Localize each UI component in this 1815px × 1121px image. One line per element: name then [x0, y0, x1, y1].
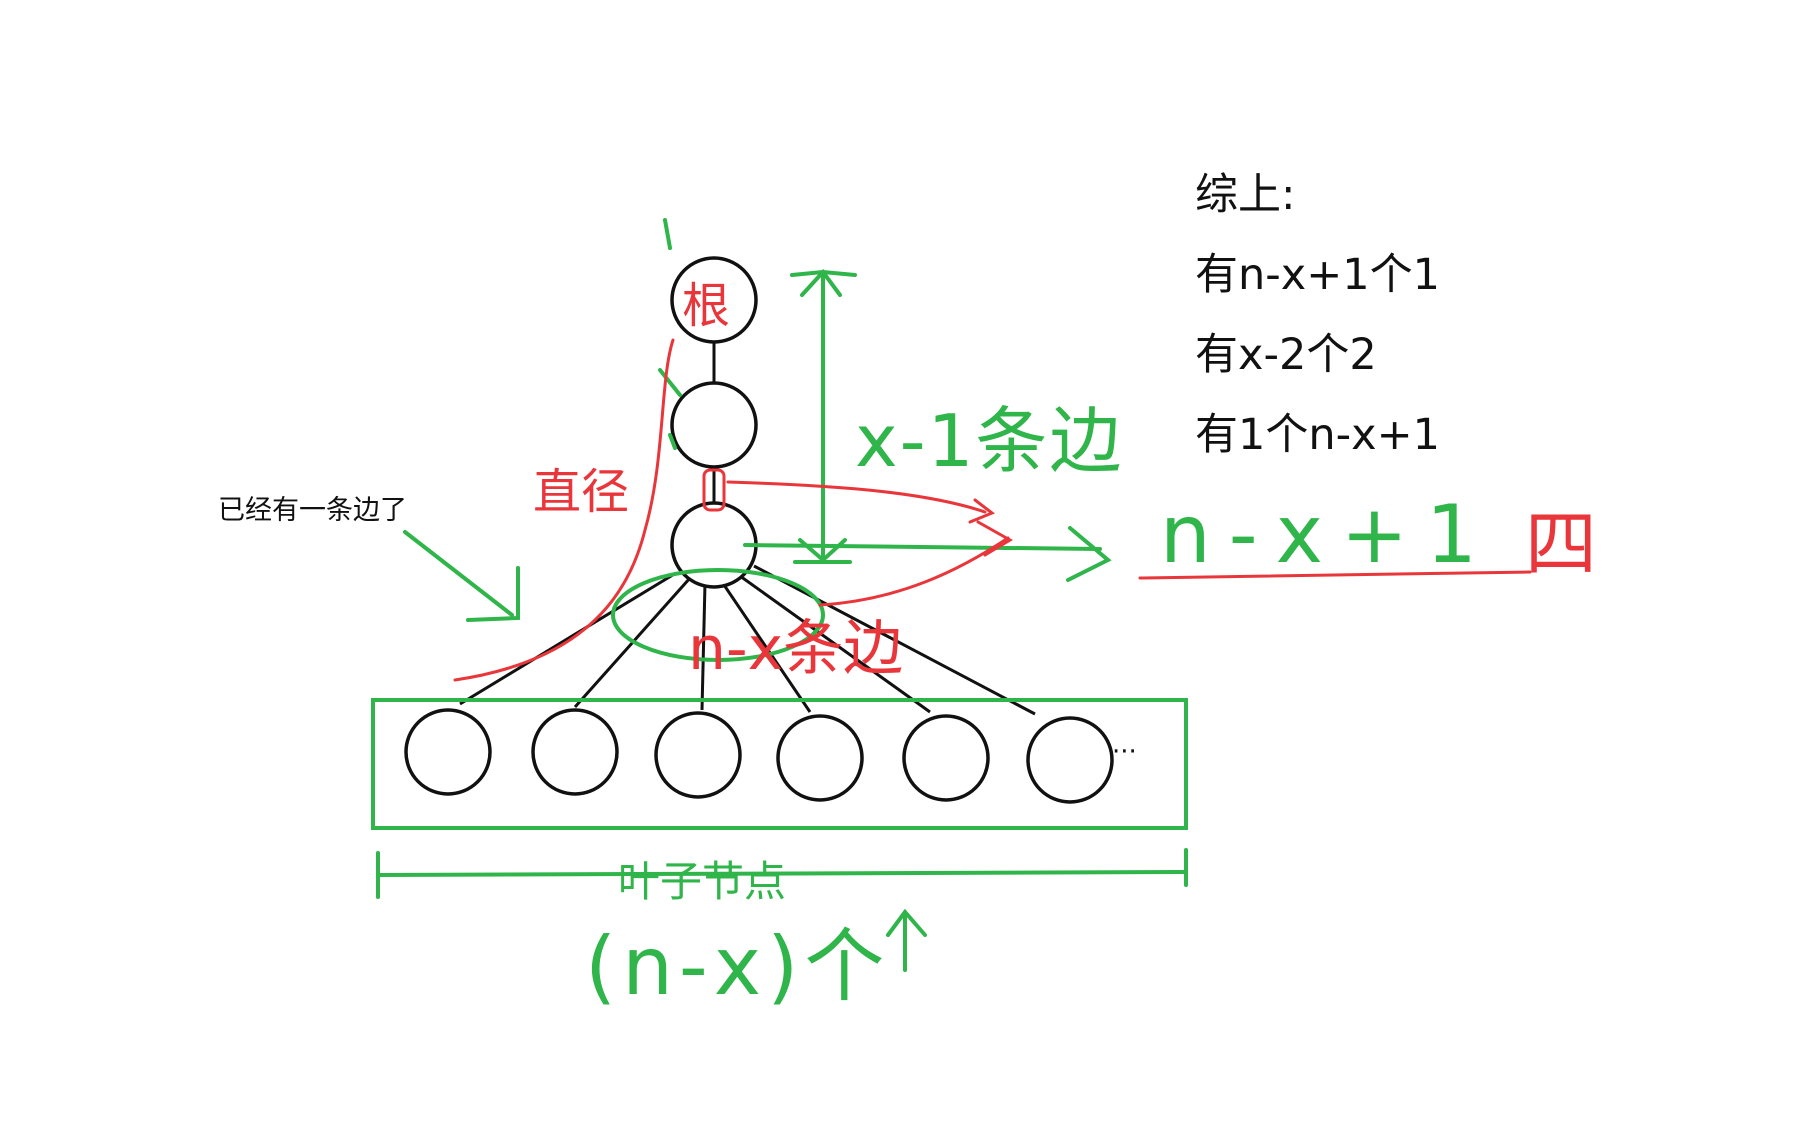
diameter-left-bracket	[658, 218, 682, 450]
diameter-arrow-top-tip	[800, 268, 842, 297]
summary-line-2: 有x-2个2	[1195, 330, 1377, 380]
leaf-span-line	[376, 870, 1188, 877]
n-minus-x-plus-1-label: n-x+1	[1160, 488, 1495, 581]
red-arrow-2-head	[976, 520, 1013, 557]
n-minus-x-edges-label: n-x条边	[688, 614, 904, 684]
already-edge-arrow-head	[466, 566, 520, 622]
edge-hub-leaf1	[459, 571, 677, 706]
red-arrow-1	[726, 480, 987, 514]
leaf-count-label: (n-x)个	[585, 920, 891, 1013]
red-arrow-1-head	[968, 498, 995, 524]
already-edge-note: 已经有一条边了	[218, 495, 407, 526]
red-arrow-2	[818, 536, 1010, 607]
diameter-curve	[453, 338, 675, 682]
result-arrow	[743, 526, 1112, 582]
edge-hub-leaf6	[753, 564, 1036, 716]
hub-edges-ellipse	[611, 568, 825, 662]
result-arrow-head	[1066, 526, 1112, 582]
summary-line-3: 有1个n-x+1	[1195, 410, 1440, 460]
leaf-ellipsis: ···	[1112, 737, 1137, 767]
result-underline	[1138, 570, 1532, 580]
leaf-node-2	[531, 708, 619, 796]
already-edge-arrow	[403, 530, 520, 622]
root-label: 根	[682, 278, 730, 334]
leaf-count-arrow-head	[886, 908, 927, 937]
leaf-node-6	[1026, 716, 1114, 804]
leaf-group-markings	[371, 698, 1188, 972]
tree-nodes	[404, 256, 1114, 804]
red-mid-mark	[702, 468, 726, 512]
edge-hub-leaf3	[700, 582, 707, 711]
edge-hub-leaf5	[739, 574, 931, 714]
leaf-node-5	[902, 714, 990, 802]
n-minus-x-plus-1-suffix: 四	[1525, 502, 1598, 586]
tree-edges	[459, 342, 1036, 716]
summary-line-1: 有n-x+1个1	[1195, 250, 1440, 300]
leaf-node-3	[654, 711, 742, 799]
root-node	[670, 256, 758, 344]
x-minus-1-edges-label: x-1条边	[855, 399, 1124, 483]
leaf-box	[371, 698, 1188, 830]
leaf-nodes-label: 叶子节点	[618, 857, 787, 906]
edge-hub-leaf4	[720, 581, 812, 713]
leaf-node-1	[404, 708, 492, 796]
already-edge-arrow-shaft	[403, 530, 514, 617]
diameter-label: 直径	[533, 464, 630, 520]
path-node-2	[670, 381, 758, 469]
red-markings	[453, 338, 1532, 682]
leaf-node-4	[776, 714, 864, 802]
result-arrow-shaft	[743, 543, 1102, 551]
summary-title: 综上:	[1195, 170, 1296, 220]
